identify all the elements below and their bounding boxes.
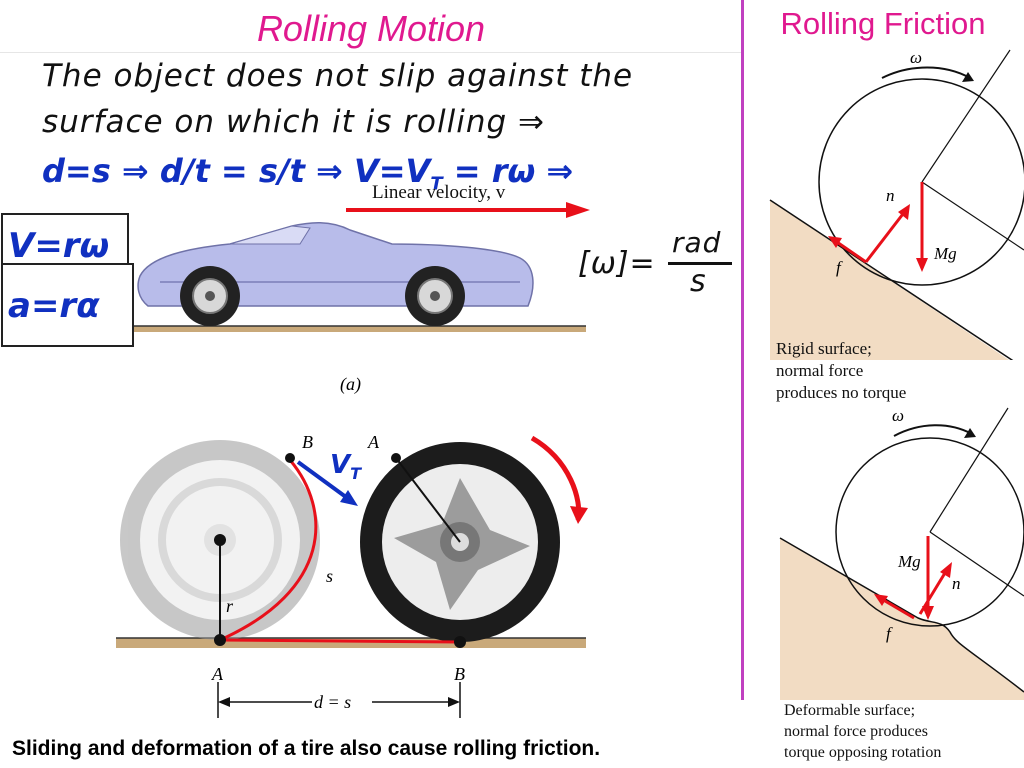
label-s: s [326, 566, 334, 586]
vt-label-sub: T [350, 464, 362, 484]
box-v-text: V=rω [8, 226, 110, 266]
rigid-n: n [886, 186, 895, 205]
distance-label: d = s [314, 692, 352, 712]
deformable-mg: Mg [898, 552, 921, 571]
omega-units-num: rad [672, 226, 722, 259]
distance-line [219, 638, 461, 644]
rigid-wheel [818, 78, 1024, 286]
omega-units-fraction-bar [668, 262, 732, 265]
label-A-top: A [368, 432, 379, 452]
deformable-caption-line-3: torque opposing rotation [784, 744, 942, 761]
bottom-statement: Sliding and deformation of a tire also c… [12, 737, 601, 760]
car-figure [1, 202, 590, 347]
right-title: Rolling Friction [780, 6, 986, 41]
rigid-f-arrow [833, 238, 867, 264]
deformable-omega: ω [892, 406, 905, 425]
deformable-spoke [929, 407, 1009, 533]
rigid-f: f [836, 258, 841, 277]
equation-tail: = rω ⇒ [453, 152, 574, 190]
rigid-caption-line-3: produces no torque [776, 383, 907, 402]
rigid-spoke [921, 49, 1011, 183]
deformable-n: n [952, 574, 961, 593]
title-underline [0, 52, 741, 53]
rigid-n-arrow [864, 209, 908, 263]
deformable-caption-line-1: Deformable surface; [784, 702, 916, 719]
rigid-caption: Rigid surface; normal force produces no … [776, 338, 906, 404]
box-a-text: a=rα [8, 286, 100, 326]
vt-label-main: V [330, 450, 351, 480]
deformable-caption: Deformable surface; normal force produce… [784, 700, 941, 763]
omega-units-den: s [690, 264, 707, 299]
deformable-ground [780, 538, 1024, 700]
vt-label: VT [330, 450, 361, 483]
label-B-top: B [302, 432, 313, 452]
label-A-bottom: A [212, 664, 223, 684]
handwriting-line-1: The object does not slip against the [42, 58, 634, 94]
left-title: Rolling Motion [256, 8, 486, 49]
label-r: r [226, 596, 234, 616]
velocity-label: Linear velocity, v [372, 182, 506, 203]
label-B-bottom: B [454, 664, 465, 684]
car [137, 222, 534, 326]
handwriting-line-2: surface on which it is rolling ⇒ [42, 104, 545, 140]
rigid-caption-line-1: Rigid surface; [776, 339, 872, 358]
deformable-wheel [835, 437, 1024, 627]
wheel-figure [116, 435, 588, 718]
omega-units-left: [ω]= [578, 246, 656, 281]
handwriting-equation: d=s ⇒ d/t = s/t ⇒ V=VT = rω ⇒ [42, 152, 573, 194]
velocity-arrowhead [566, 202, 590, 218]
wheel-ground [116, 638, 586, 648]
rigid-omega-arrow [881, 66, 971, 79]
figure-sublabel-a: (a) [340, 374, 361, 394]
deformable-caption-line-2: normal force produces [784, 723, 928, 740]
deformable-f-arrow [879, 596, 915, 620]
rigid-omega: ω [910, 48, 923, 67]
box-a [1, 263, 134, 347]
deformable-omega-arrow [893, 424, 973, 437]
car-ground [134, 326, 586, 332]
arc-s [219, 459, 318, 642]
rigid-figure [769, 49, 1024, 360]
rigid-caption-line-2: normal force [776, 361, 864, 380]
deformable-figure [779, 407, 1024, 700]
divider [741, 0, 744, 700]
rigid-ground [770, 200, 1024, 360]
vt-arrow [296, 460, 352, 502]
rigid-mg: Mg [934, 244, 957, 263]
deformable-f: f [886, 624, 891, 643]
spoke-line [395, 457, 461, 543]
equation-main: d=s ⇒ d/t = s/t ⇒ V=V [42, 152, 431, 190]
equation-sub: T [430, 173, 443, 195]
deformable-n-arrow [918, 567, 950, 615]
